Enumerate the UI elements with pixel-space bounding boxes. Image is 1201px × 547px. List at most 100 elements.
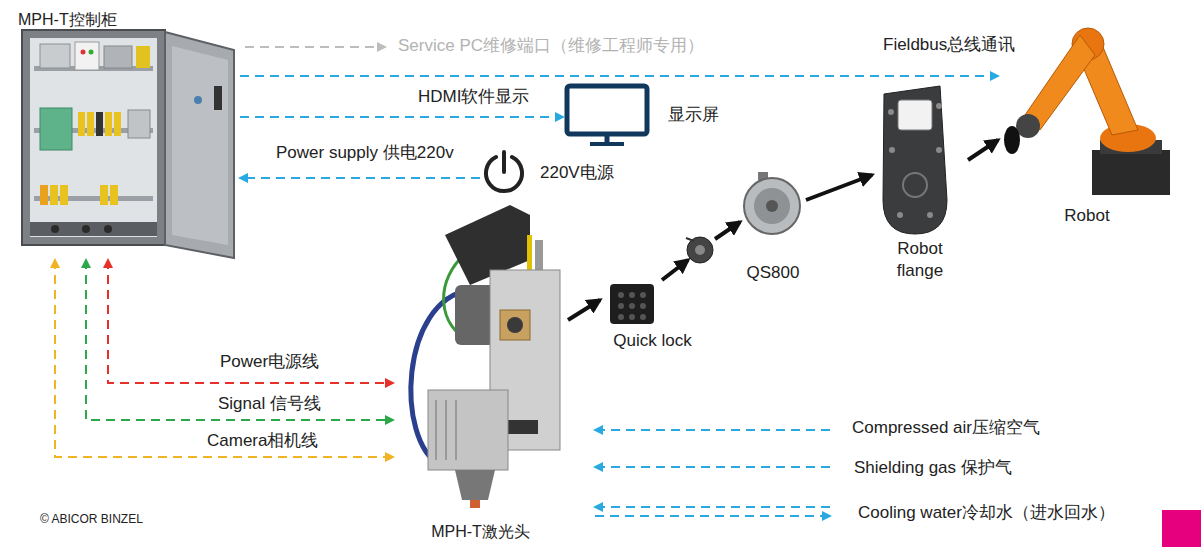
quick-lock-illustration — [610, 284, 654, 324]
service-arrow — [245, 47, 385, 48]
robot-flange-illustration — [903, 173, 927, 197]
media-label: Cooling water冷却水（进水回水） — [858, 503, 1115, 523]
node-label: Quick lock — [613, 331, 691, 351]
service-port-label: Service PC维修端口（维修工程师专用） — [398, 36, 704, 56]
quick-lock-illustration — [618, 314, 624, 320]
control-cabinet-illustration — [30, 38, 157, 237]
quick-lock-illustration — [618, 303, 624, 309]
laser-head-illustration — [455, 400, 457, 460]
edge-label: Signal 信号线 — [218, 394, 321, 414]
control-cabinet-illustration — [22, 30, 234, 258]
connector-line — [55, 260, 393, 457]
control-cabinet-illustration — [105, 112, 112, 136]
control-cabinet-illustration — [22, 30, 165, 245]
quick-lock-illustration — [629, 303, 635, 309]
control-cabinet-illustration — [214, 86, 222, 110]
control-cabinet-illustration — [40, 44, 70, 68]
control-cabinet-illustration — [194, 96, 202, 104]
control-cabinet-illustration — [96, 112, 103, 136]
tool-changer-illustration — [766, 200, 778, 212]
control-cabinet-illustration — [30, 222, 157, 236]
control-cabinet-illustration — [100, 185, 108, 205]
monitor-icon — [567, 86, 647, 134]
control-cabinet-illustration — [78, 112, 85, 136]
connector-line — [806, 175, 872, 200]
edge-label: Power supply 供电220v — [276, 143, 454, 163]
monitor-icon — [605, 136, 610, 142]
connector — [108, 260, 393, 383]
node-label: MPH-T控制柜 — [18, 10, 117, 30]
service-arrow — [245, 46, 385, 48]
quick-lock: Quick lock — [600, 280, 705, 352]
media-arrows — [595, 429, 830, 431]
robot-illustration — [1004, 126, 1020, 154]
connector — [806, 175, 872, 200]
control-cabinet-illustration — [89, 50, 94, 55]
connector-line — [240, 177, 480, 179]
laser-head-illustration — [507, 317, 523, 333]
monitor: 显示屏 — [563, 84, 728, 146]
robot-flange-illustration — [883, 86, 947, 234]
connector-line — [968, 140, 998, 160]
robot-flange-illustration — [889, 147, 895, 153]
quick-lock-illustration — [618, 292, 624, 298]
control-cabinet-illustration — [110, 185, 118, 205]
node-label: 220V电源 — [540, 163, 614, 183]
robot-flange: Robot flange — [872, 83, 968, 283]
quick-lock-illustration — [640, 303, 646, 309]
robot-flange-illustration — [927, 212, 933, 218]
connector — [240, 76, 998, 77]
power-source: 220V电源 — [480, 150, 630, 196]
control-cabinet-illustration — [40, 108, 72, 150]
control-cabinet-illustration — [128, 110, 150, 138]
robot-flange-illustration — [888, 109, 894, 115]
brand-square — [1162, 510, 1201, 547]
robot-illustration — [1016, 114, 1040, 138]
control-cabinet-illustration — [81, 50, 86, 55]
connector — [55, 260, 393, 457]
connector-line — [568, 300, 600, 320]
node-label: MPH-T激光头 — [431, 522, 530, 542]
quick-lock-illustration — [629, 314, 635, 320]
adapter-disc — [687, 237, 713, 263]
control-cabinet-illustration — [172, 46, 228, 245]
control-cabinet-illustration — [136, 46, 150, 68]
control-cabinet-illustration — [40, 185, 48, 205]
edge-label: Camera相机线 — [207, 431, 318, 451]
laser-head-illustration — [500, 310, 530, 340]
robot-illustration — [1092, 150, 1170, 195]
control-cabinet-illustration — [82, 225, 90, 233]
media-arrows — [595, 430, 830, 516]
power-symbol — [502, 152, 506, 172]
media-arrows — [595, 506, 830, 508]
laser-head: MPH-T激光头 — [393, 203, 568, 543]
connector-line — [240, 75, 998, 77]
control-cabinet-illustration — [75, 42, 99, 70]
control-cabinet: MPH-T控制柜 — [15, 8, 240, 260]
robot: Robot — [998, 22, 1176, 227]
laser-head-illustration — [428, 390, 508, 470]
connector-line — [108, 260, 393, 383]
robot-illustration — [1004, 28, 1170, 195]
connector-line — [715, 222, 740, 239]
laser-head-illustration — [435, 400, 437, 460]
connector-line — [662, 260, 688, 280]
connector-line — [86, 260, 393, 420]
media-arrows — [595, 515, 830, 517]
media-arrows — [595, 466, 830, 468]
connector — [662, 222, 740, 280]
laser-head-illustration — [445, 400, 447, 460]
copyright-note: © ABICOR BINZEL — [40, 512, 143, 527]
connector — [568, 300, 600, 320]
robot-illustration — [1025, 35, 1095, 130]
monitor-icon — [590, 142, 624, 146]
control-cabinet-illustration — [165, 32, 234, 258]
laser-head-illustration — [455, 285, 495, 345]
connector — [240, 117, 563, 118]
media-label: Compressed air压缩空气 — [852, 418, 1040, 438]
quick-lock-illustration — [640, 314, 646, 320]
node-label: 显示屏 — [668, 105, 719, 125]
